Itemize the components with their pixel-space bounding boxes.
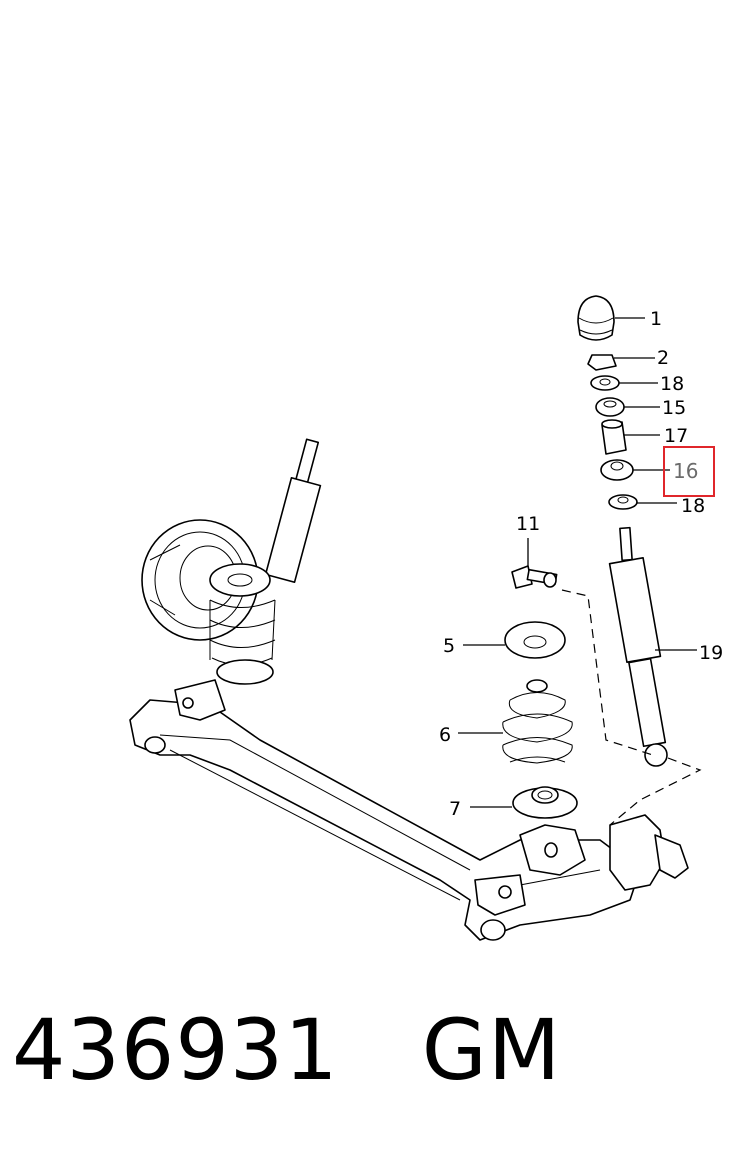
highlight-box-16 [663,446,715,497]
callout-6: 6 [439,724,451,746]
left-shock-absorber [264,438,322,583]
right-coil-spring [502,679,573,764]
callout-19: 19 [699,642,723,664]
rear-axle-assembly [129,679,689,941]
callout-7: 7 [449,798,461,820]
bump-stop-cap [577,295,615,341]
spring-lower-seat [512,786,578,819]
brand-name: GM [421,1001,562,1099]
spacer-sleeve [601,419,627,455]
dashed-guide-bolt [561,589,657,757]
upper-bushing [595,397,625,417]
callout-18-upper: 18 [660,373,684,395]
dashed-guide-mount [609,757,702,826]
callout-15: 15 [662,397,686,419]
callout-2: 2 [657,347,669,369]
spring-upper-seat [504,621,566,659]
part-number-caption: 436931 GM [12,1008,561,1092]
callout-1: 1 [650,308,662,330]
lower-bushing [600,459,634,481]
mounting-bolt [511,565,558,589]
nut [587,354,617,371]
callout-5: 5 [443,635,455,657]
callout-18-lower: 18 [681,495,705,517]
part-number: 436931 [12,1001,339,1099]
callout-17: 17 [664,425,688,447]
callout-11: 11 [516,513,540,535]
washer-upper [590,375,620,391]
right-shock-absorber [608,526,668,767]
left-coil-spring [209,563,276,685]
washer-lower [608,494,638,510]
callout-16: 16 [673,459,698,483]
